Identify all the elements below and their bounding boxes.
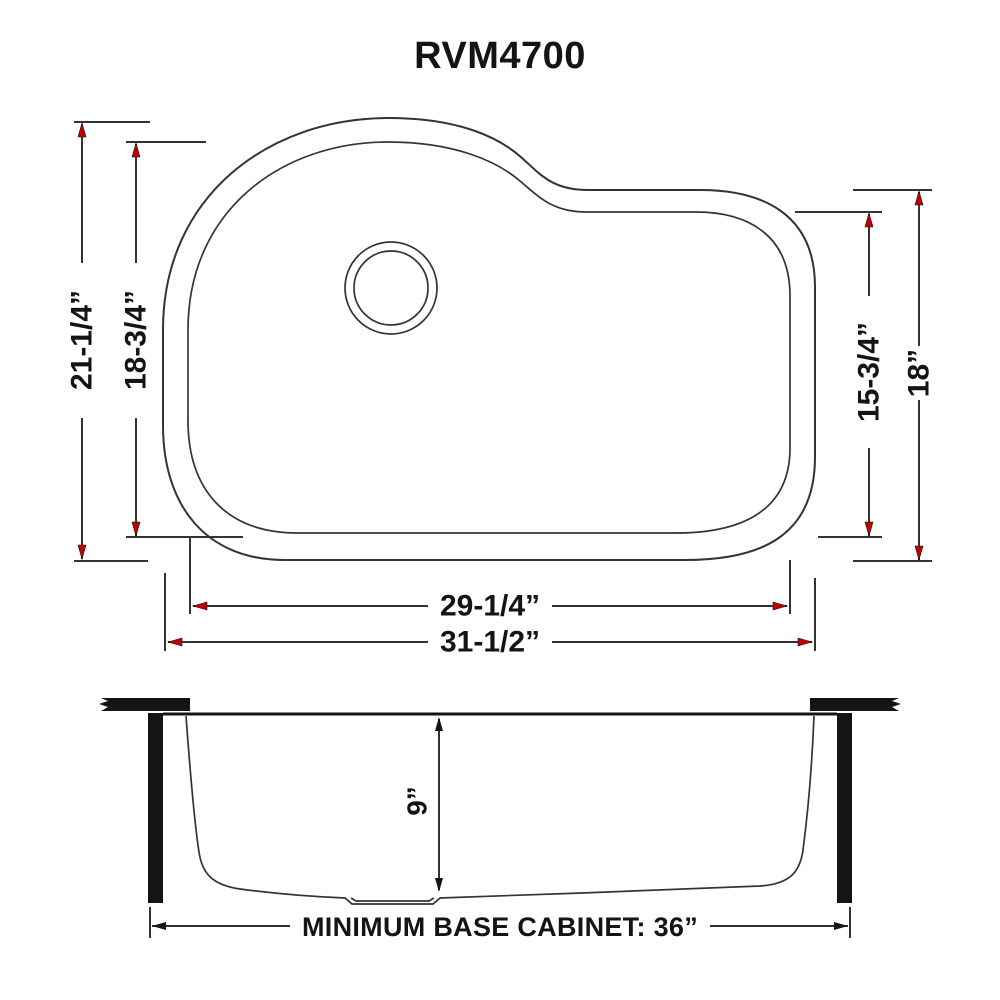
- arrowhead-left-icon: [152, 922, 166, 930]
- dim-bowl-width-label: 29-1/4”: [440, 590, 540, 623]
- arrowhead-up-icon: [864, 211, 874, 228]
- drain-fitting: [350, 897, 435, 902]
- dim-bowl-width: 29-1/4”: [189, 538, 791, 623]
- arrowhead-down-icon: [77, 544, 87, 561]
- dim-overall-width: 31-1/2”: [164, 573, 816, 659]
- drain-outer-circle: [344, 241, 438, 335]
- dim-overall-width-label: 31-1/2”: [440, 626, 540, 659]
- arrowhead-down-icon: [131, 521, 141, 538]
- dim-right-bowl-height: 15-3/4”: [795, 211, 886, 538]
- dim-right-bowl-height-label: 15-3/4”: [853, 322, 886, 422]
- cabinet-wall-right: [837, 713, 852, 903]
- dim-bowl-height-label: 18-3/4”: [120, 290, 153, 390]
- dim-base-cabinet: MINIMUM BASE CABINET: 36”: [149, 907, 851, 942]
- arrowhead-left-icon: [166, 637, 183, 647]
- dim-right-overall-height: 18”: [853, 189, 936, 562]
- arrowhead-right-icon: [797, 637, 814, 647]
- drain-inner-circle: [353, 250, 429, 326]
- arrowhead-left-icon: [191, 601, 208, 611]
- arrowhead-up-icon: [435, 717, 443, 731]
- bowl-cross-section: [185, 715, 815, 905]
- dim-bowl-depth-label: 9”: [402, 786, 433, 816]
- arrowhead-down-icon: [435, 878, 443, 892]
- top-view: 21-1/4” 18-3/4” 15-3/4”: [66, 116, 936, 659]
- arrowhead-down-icon: [864, 521, 874, 538]
- arrowhead-up-icon: [77, 121, 87, 138]
- cabinet-wall-left: [148, 713, 163, 903]
- arrowhead-up-icon: [131, 141, 141, 158]
- arrowhead-up-icon: [914, 189, 924, 206]
- arrowhead-down-icon: [914, 545, 924, 562]
- countertop-left: [99, 698, 190, 711]
- dim-overall-height-label: 21-1/4”: [66, 290, 99, 390]
- dim-bowl-height: 18-3/4”: [120, 141, 243, 538]
- dim-right-overall-height-label: 18”: [903, 349, 936, 397]
- sink-inner-bowl: [187, 141, 791, 534]
- dim-bowl-depth: 9”: [402, 717, 443, 892]
- arrowhead-right-icon: [834, 922, 848, 930]
- dim-overall-height: 21-1/4”: [66, 121, 150, 562]
- side-view: 9” MINIMUM BASE CABINET: 36”: [99, 698, 901, 942]
- sink-outer-rim: [162, 116, 816, 561]
- base-cabinet-note-label: MINIMUM BASE CABINET: 36”: [302, 912, 698, 942]
- page-title: RVM4700: [414, 35, 586, 77]
- arrowhead-right-icon: [772, 601, 789, 611]
- countertop-right: [810, 698, 901, 711]
